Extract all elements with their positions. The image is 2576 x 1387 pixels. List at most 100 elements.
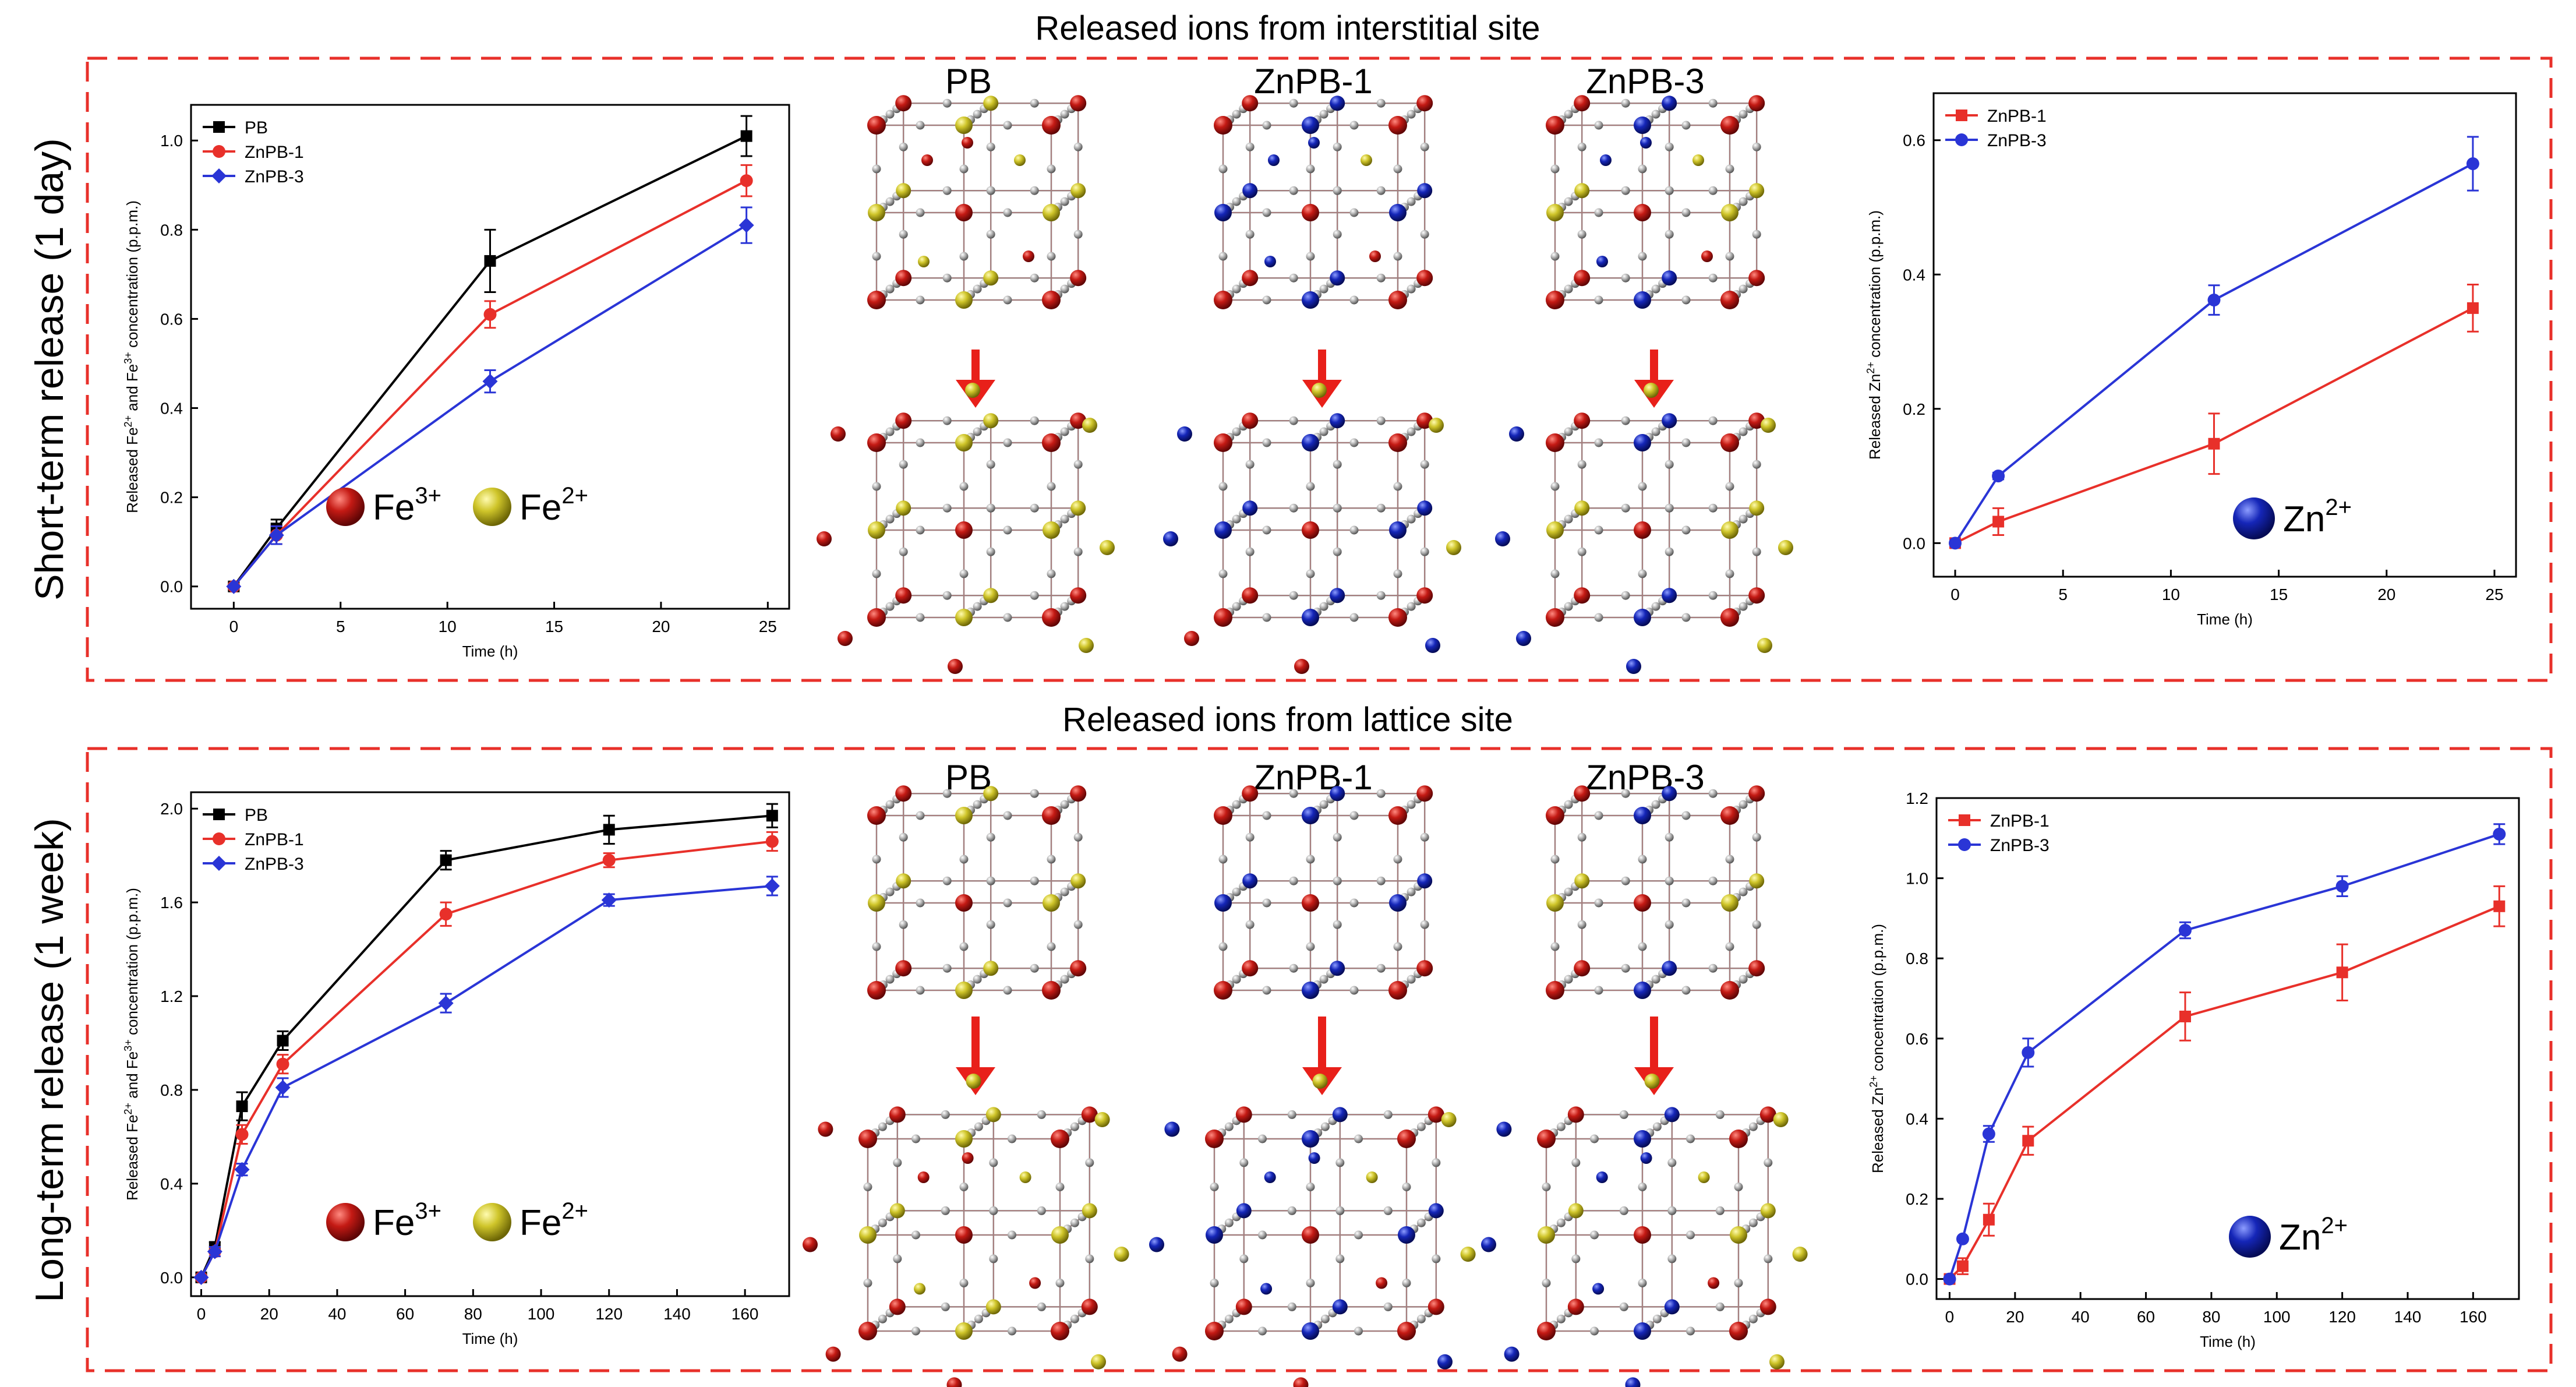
data-point <box>1992 470 2005 483</box>
carbon-ball <box>885 602 895 611</box>
released-ion-ball <box>1079 638 1094 653</box>
carbon-ball <box>1665 547 1674 556</box>
carbon-ball <box>1047 569 1056 578</box>
interstitial-ion-ball <box>1692 154 1704 166</box>
carbon-ball <box>899 832 908 842</box>
carbon-ball <box>1681 986 1691 995</box>
carbon-ball <box>1748 1314 1758 1324</box>
carbon-ball <box>1289 964 1298 973</box>
carbon-ball <box>1764 1254 1773 1264</box>
carbon-ball <box>1003 811 1012 820</box>
carbon-ball <box>1715 1302 1725 1311</box>
interstitial-ion-ball <box>962 137 973 149</box>
carbon-ball <box>1594 986 1603 995</box>
carbon-ball <box>1621 876 1630 885</box>
carbon-ball <box>1306 1183 1315 1191</box>
carbon-ball <box>1556 1122 1566 1131</box>
ion-legend-zn-short: Zn2+ <box>2233 495 2352 539</box>
zn-ball-icon <box>2233 497 2275 539</box>
data-point <box>601 892 617 908</box>
carbon-ball <box>941 1110 950 1119</box>
carbon-ball <box>1667 1206 1677 1215</box>
fe3-ball <box>1546 291 1564 309</box>
fe3-ball <box>1546 433 1564 452</box>
carbon-ball <box>1420 547 1429 556</box>
fe2-ball <box>1070 500 1086 516</box>
carbon-ball <box>1262 525 1271 535</box>
zn-ball <box>1236 1203 1252 1219</box>
carbon-ball <box>916 525 925 535</box>
data-point <box>1983 1213 1995 1226</box>
carbon-ball <box>1715 1110 1725 1119</box>
carbon-ball <box>986 547 995 556</box>
y-tick-label: 0.8 <box>160 221 183 239</box>
carbon-ball <box>1262 208 1271 217</box>
carbon-ball <box>1376 964 1386 973</box>
carbon-ball <box>1055 1183 1065 1191</box>
center-node-ball <box>1302 204 1319 221</box>
zn-ball <box>1428 1203 1444 1219</box>
carbon-ball <box>1306 164 1315 174</box>
carbon-ball <box>1073 832 1083 842</box>
center-node-ball <box>1302 894 1319 912</box>
released-ion-ball <box>946 1377 962 1387</box>
released-ion-ball <box>1446 540 1461 555</box>
fe3-ball <box>1574 960 1591 977</box>
x-tick-label: 120 <box>595 1305 623 1323</box>
structure-title-znpb1-top: ZnPB-1 <box>1254 62 1372 101</box>
edge-node-ball <box>1546 894 1564 912</box>
x-tick-label: 0 <box>1945 1308 1955 1326</box>
carbon-ball <box>1420 142 1429 151</box>
carbon-ball <box>1262 986 1271 995</box>
carbon-ball <box>1652 1122 1662 1131</box>
carbon-ball <box>1333 876 1342 885</box>
crystal-cube <box>867 95 1087 309</box>
fe3-ball <box>1759 1298 1776 1315</box>
y-axis-label-part: Released Zn <box>1869 1088 1886 1173</box>
carbon-ball <box>1073 230 1083 239</box>
y-tick-label: 1.0 <box>160 132 183 150</box>
legend-swatch-marker <box>213 809 225 820</box>
carbon-ball <box>1651 602 1660 611</box>
carbon-ball <box>1402 1183 1411 1191</box>
carbon-ball <box>1665 186 1674 195</box>
carbon-ball <box>973 800 982 809</box>
carbon-ball <box>1245 142 1255 151</box>
x-tick-label: 120 <box>2328 1308 2356 1326</box>
zn-ball-icon <box>2229 1216 2271 1258</box>
fe2-ball <box>1662 588 1677 603</box>
fe2-ball <box>896 500 911 516</box>
released-ion-ball <box>1773 1112 1789 1127</box>
center-node-ball <box>1634 894 1651 912</box>
fe3-ball <box>1720 291 1739 309</box>
edge-node-ball <box>1634 291 1651 309</box>
carbon-ball <box>1564 975 1573 984</box>
carbon-ball <box>1376 98 1386 108</box>
released-ion-ball <box>965 383 980 398</box>
edge-node-ball <box>1634 1130 1651 1148</box>
carbon-ball <box>1376 273 1386 283</box>
carbon-ball <box>1333 832 1342 842</box>
data-point <box>276 1057 289 1071</box>
y-axis-label-superscript: 2+ <box>1868 1075 1879 1088</box>
data-point <box>603 824 615 836</box>
carbon-ball <box>1638 252 1647 261</box>
zn-label: Zn <box>2283 499 2325 539</box>
center-node-ball <box>1634 1226 1651 1244</box>
carbon-ball <box>1393 482 1402 491</box>
data-point <box>2178 924 2192 937</box>
edge-node-ball <box>955 1322 973 1340</box>
carbon-ball <box>1239 1254 1249 1264</box>
carbon-ball <box>1060 284 1069 294</box>
x-tick-label: 80 <box>464 1305 482 1323</box>
carbon-ball <box>863 1183 872 1191</box>
fe2-ball <box>1082 1203 1097 1219</box>
carbon-ball <box>1245 832 1255 842</box>
fe3-ball <box>1397 1130 1416 1148</box>
carbon-ball <box>885 887 895 897</box>
fe3-ball <box>1574 587 1591 604</box>
carbon-ball <box>973 284 982 294</box>
carbon-ball <box>1738 284 1748 294</box>
